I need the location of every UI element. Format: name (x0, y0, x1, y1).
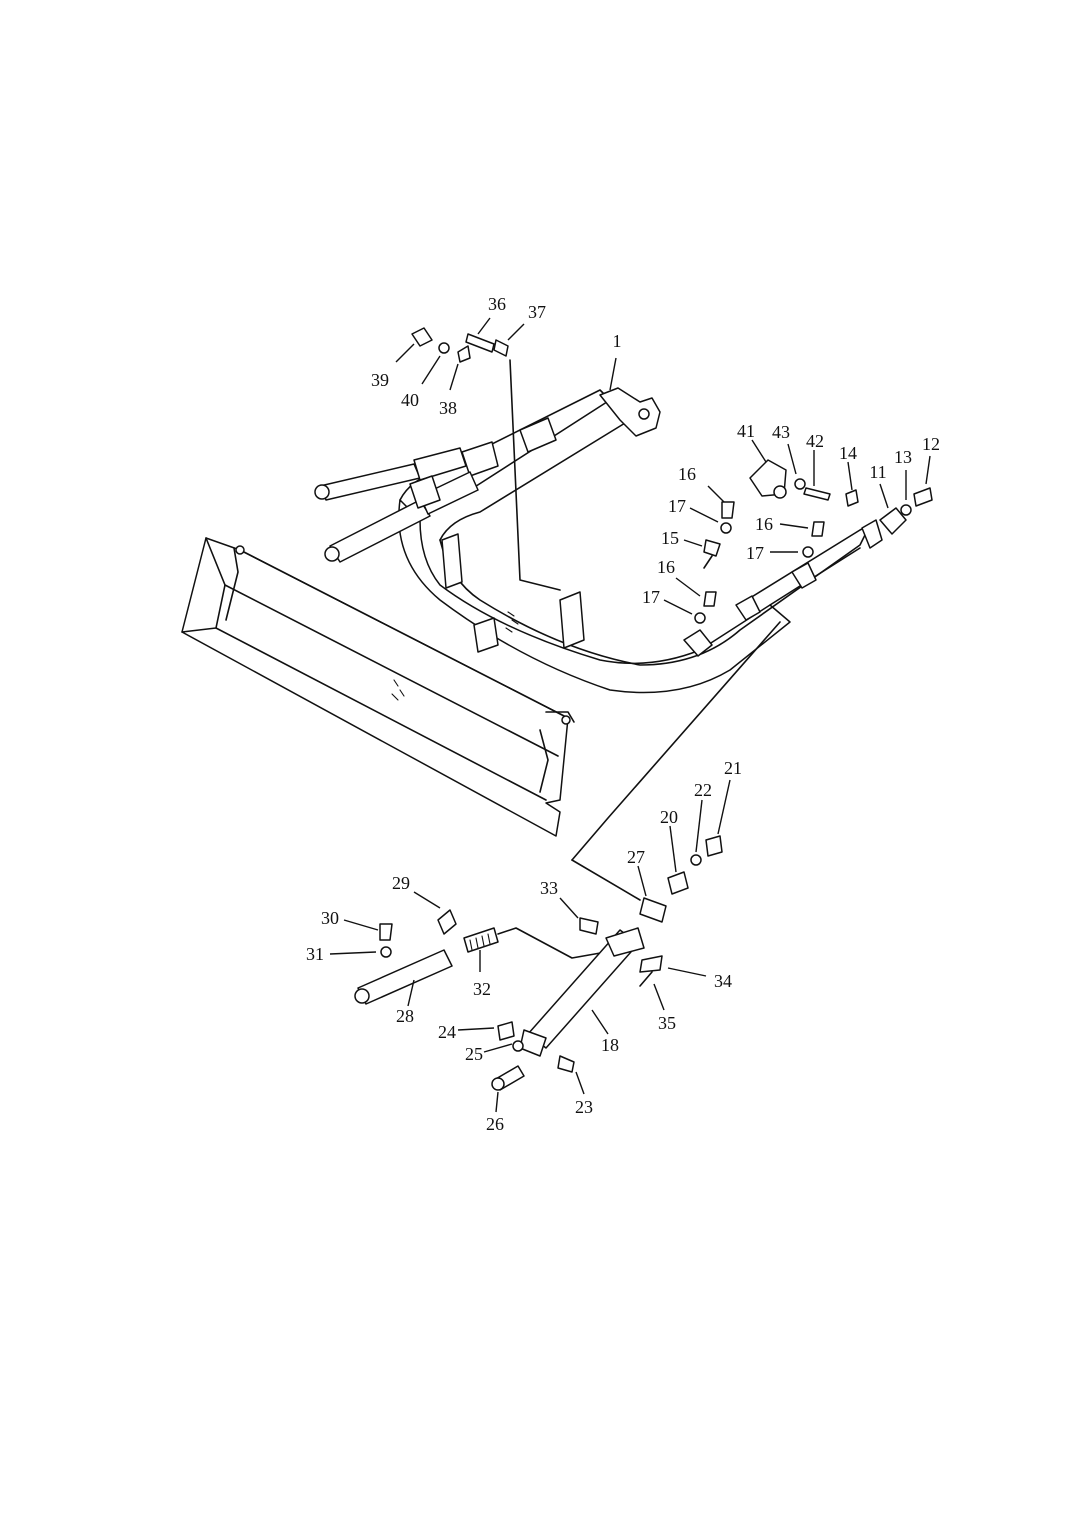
callout-13: 13 (894, 447, 912, 467)
callout-16-c: 16 (657, 557, 675, 577)
callout-29: 29 (392, 873, 410, 893)
callout-42: 42 (806, 431, 824, 451)
top-left-hardware (411, 327, 509, 363)
callout-17-b: 17 (746, 543, 764, 563)
callout-31: 31 (306, 944, 324, 964)
callout-12: 12 (922, 434, 940, 454)
callout-17-a: 17 (668, 496, 686, 516)
callout-33: 33 (540, 878, 558, 898)
callout-30: 30 (321, 908, 339, 928)
callout-40: 40 (401, 390, 419, 410)
callout-25: 25 (465, 1044, 483, 1064)
callout-37: 37 (528, 302, 546, 322)
control-rod (509, 359, 561, 591)
dozer-blade (181, 537, 575, 837)
callout-32: 32 (473, 979, 491, 999)
lift-cylinders (314, 447, 479, 563)
callout-34: 34 (714, 971, 732, 991)
callout-22: 22 (694, 780, 712, 800)
callout-14: 14 (839, 443, 857, 463)
callout-15: 15 (661, 528, 679, 548)
callout-26: 26 (486, 1114, 504, 1134)
callout-27: 27 (627, 847, 645, 867)
push-frame (398, 387, 883, 694)
callout-24: 24 (438, 1022, 456, 1042)
callout-18: 18 (601, 1035, 619, 1055)
callout-39: 39 (371, 370, 389, 390)
callout-20: 20 (660, 807, 678, 827)
callout-16-b: 16 (755, 514, 773, 534)
callout-leaders (329, 317, 931, 1113)
callout-21: 21 (724, 758, 742, 778)
right-hardware (694, 459, 933, 624)
callout-43: 43 (772, 422, 790, 442)
callout-28: 28 (396, 1006, 414, 1026)
callout-16-a: 16 (678, 464, 696, 484)
callout-35: 35 (658, 1013, 676, 1033)
callout-41: 41 (737, 421, 755, 441)
lower-linkage (354, 621, 781, 1091)
callout-36: 36 (488, 294, 506, 314)
callout-38: 38 (439, 398, 457, 418)
callout-17-c: 17 (642, 587, 660, 607)
callout-1: 1 (612, 331, 622, 351)
callout-11: 11 (869, 462, 887, 482)
callout-23: 23 (575, 1097, 593, 1117)
